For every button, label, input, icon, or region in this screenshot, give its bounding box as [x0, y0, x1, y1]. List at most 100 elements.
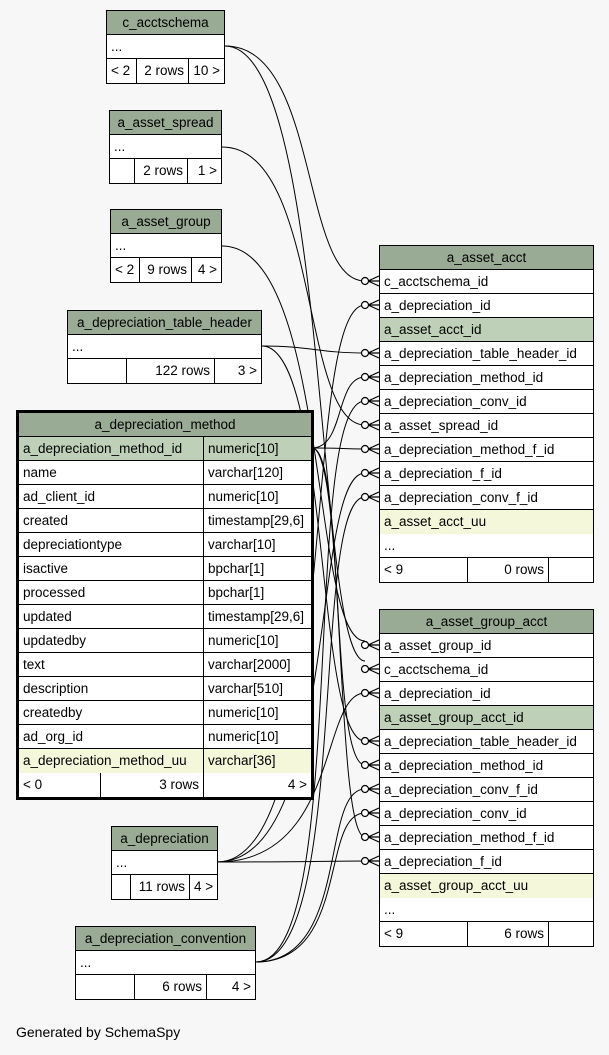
table-a-asset-acct[interactable]: a_asset_acct c_acctschema_id a_depreciati… [379, 245, 594, 583]
column-name: a_depreciation_conv_f_id [384, 782, 538, 797]
column-type: numeric[10] [203, 701, 311, 724]
column-name: a_asset_group_id [384, 638, 492, 653]
column-row[interactable]: a_depreciation_conv_id [380, 390, 593, 414]
edge-method-asset-acct-2 [311, 447, 366, 450]
row-count: 0 rows [467, 558, 548, 582]
column-name: processed [23, 585, 86, 600]
column-row[interactable]: description varchar[510] [19, 677, 311, 701]
table-title[interactable]: a_depreciation_convention [76, 927, 255, 951]
children-count: 4 > [203, 773, 311, 797]
crows-foot-marker [360, 371, 380, 383]
column-name: c_acctschema_id [384, 274, 489, 289]
table-a-depreciation-table-header[interactable]: a_depreciation_table_header ... 122 rows… [67, 310, 262, 384]
table-ellipsis: ... [384, 902, 396, 917]
crows-foot-marker [360, 831, 380, 843]
table-title[interactable]: a_depreciation [112, 827, 217, 851]
column-row[interactable]: a_depreciation_conv_id [380, 802, 593, 826]
table-title[interactable]: c_acctschema [107, 11, 224, 35]
column-name: a_depreciation_conv_id [384, 394, 527, 409]
table-a-depreciation-method[interactable]: a_depreciation_method a_depreciation_met… [16, 410, 314, 800]
column-name: c_acctschema_id [384, 662, 489, 677]
column-row[interactable]: a_asset_group_id [380, 634, 593, 658]
column-row[interactable]: a_asset_spread_id [380, 414, 593, 438]
column-name: created [23, 513, 69, 528]
column-row[interactable]: a_asset_acct_id [380, 318, 593, 342]
column-row[interactable]: c_acctschema_id [380, 658, 593, 682]
column-row[interactable]: a_depreciation_conv_f_id [380, 778, 593, 802]
edge-convention-asset-acct-2 [255, 496, 366, 963]
crows-foot-marker [360, 395, 380, 407]
column-name: updated [23, 609, 72, 624]
table-title[interactable]: a_asset_group [111, 210, 221, 234]
row-count: 2 rows [134, 159, 187, 183]
column-type: timestamp[29,6] [203, 605, 311, 628]
column-type: numeric[10] [203, 437, 311, 460]
column-row[interactable]: a_depreciation_conv_f_id [380, 486, 593, 510]
parents-count: < 2 [111, 63, 131, 78]
table-a-depreciation[interactable]: a_depreciation ... 11 rows 4 > [111, 826, 218, 900]
column-type: varchar[510] [203, 677, 311, 700]
column-row[interactable]: a_depreciation_id [380, 682, 593, 706]
column-name: a_depreciation_id [384, 298, 491, 313]
column-row[interactable]: a_depreciation_f_id [380, 850, 593, 874]
column-row[interactable]: a_depreciation_method_f_id [380, 438, 593, 462]
edge-c-acctschema-asset-acct [224, 45, 366, 282]
table-title[interactable]: a_depreciation_table_header [68, 311, 261, 335]
table-a-asset-group[interactable]: a_asset_group ... < 2 9 rows 4 > [110, 209, 222, 283]
column-name: createdby [23, 705, 83, 720]
column-row[interactable]: a_depreciation_method_id [380, 754, 593, 778]
column-row[interactable]: a_asset_group_acct_uu [380, 874, 593, 898]
column-row[interactable]: a_depreciation_table_header_id [380, 342, 593, 366]
column-row[interactable]: a_asset_group_acct_id [380, 706, 593, 730]
column-name: a_depreciation_conv_id [384, 806, 527, 821]
table-a-asset-spread[interactable]: a_asset_spread ... 2 rows 1 > [109, 110, 222, 184]
crows-foot-marker [360, 855, 380, 867]
table-a-depreciation-convention[interactable]: a_depreciation_convention ... 6 rows 4 > [75, 926, 256, 1000]
crows-foot-marker [360, 759, 380, 771]
column-row[interactable]: a_depreciation_method_f_id [380, 826, 593, 850]
edge-c-acctschema-asset-group-acct [224, 45, 366, 662]
column-row[interactable]: a_depreciation_method_id [380, 366, 593, 390]
edge-convention-group-acct-1 [255, 788, 366, 963]
column-name: a_depreciation_f_id [384, 854, 502, 869]
column-row[interactable]: a_depreciation_table_header_id [380, 730, 593, 754]
crows-foot-marker [360, 467, 380, 479]
table-title[interactable]: a_asset_group_acct [380, 610, 593, 634]
column-row[interactable]: a_asset_acct_uu [380, 510, 593, 534]
table-c-acctschema[interactable]: c_acctschema ... < 2 2 rows 10 > [106, 10, 225, 84]
table-title[interactable]: a_asset_spread [110, 111, 221, 135]
column-row[interactable]: a_depreciation_f_id [380, 462, 593, 486]
column-type: numeric[10] [203, 725, 311, 748]
column-row[interactable]: c_acctschema_id [380, 270, 593, 294]
column-name: description [23, 681, 89, 696]
column-row[interactable]: createdby numeric[10] [19, 701, 311, 725]
table-title[interactable]: a_depreciation_method [19, 413, 311, 437]
column-row[interactable]: a_depreciation_id [380, 294, 593, 318]
table-a-asset-group-acct[interactable]: a_asset_group_acct a_asset_group_id c_acc… [379, 609, 594, 947]
column-name: a_depreciation_conv_f_id [384, 490, 538, 505]
table-title[interactable]: a_asset_acct [380, 246, 593, 270]
parents-count [110, 159, 134, 183]
row-count: 122 rows [126, 359, 214, 383]
crows-foot-marker [360, 419, 380, 431]
crows-foot-marker [360, 443, 380, 455]
column-row[interactable]: updated timestamp[29,6] [19, 605, 311, 629]
table-ellipsis: ... [111, 39, 123, 54]
column-name: isactive [23, 561, 69, 576]
edge-depreciation-group-acct-2 [216, 860, 366, 863]
children-count: 4 > [206, 975, 255, 999]
column-type: numeric[10] [203, 629, 311, 652]
parents-count [112, 875, 130, 899]
